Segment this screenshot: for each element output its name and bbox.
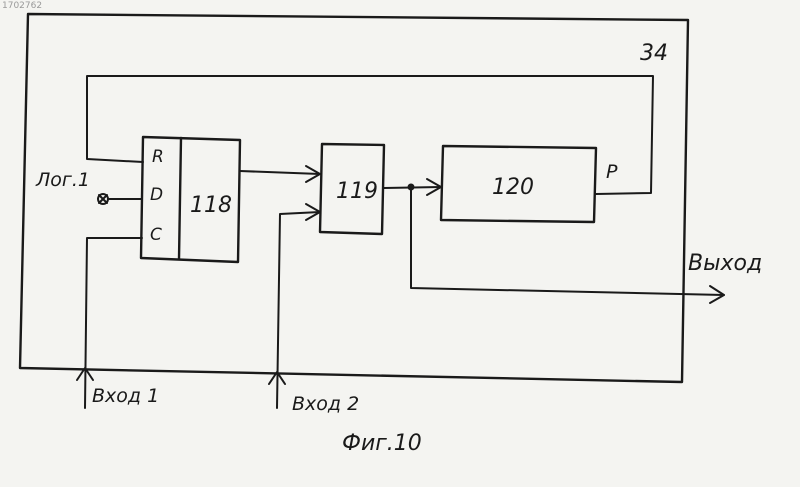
output-label: Выход	[688, 251, 762, 276]
output-wire: Выход	[411, 187, 762, 303]
block-118: R D C 118	[141, 137, 240, 262]
corner-mark: 1702762	[2, 1, 42, 11]
block-120-label: 120	[492, 175, 534, 200]
block-120-output-label: P	[606, 161, 618, 183]
log1-terminal: Лог.1	[35, 169, 142, 204]
block-120: 120 P	[441, 146, 618, 222]
input2-label: Вход 2	[292, 393, 359, 415]
block-119: 119	[320, 144, 384, 234]
figure-caption: Фиг.10	[342, 431, 422, 456]
input1-wire: Вход 1	[77, 238, 159, 408]
input2-wire: Вход 2	[269, 204, 359, 415]
pin-d-label: D	[150, 185, 163, 205]
feedback-wire	[87, 76, 653, 194]
block-118-label: 118	[190, 193, 232, 218]
block-119-label: 119	[336, 179, 378, 204]
pin-r-label: R	[152, 147, 164, 167]
pin-c-label: C	[150, 225, 162, 245]
input1-label: Вход 1	[92, 385, 159, 407]
log1-label: Лог.1	[35, 169, 90, 191]
wire-119-120	[384, 179, 441, 195]
wire-118-119	[240, 166, 320, 182]
outer-block-label: 34	[640, 41, 668, 66]
